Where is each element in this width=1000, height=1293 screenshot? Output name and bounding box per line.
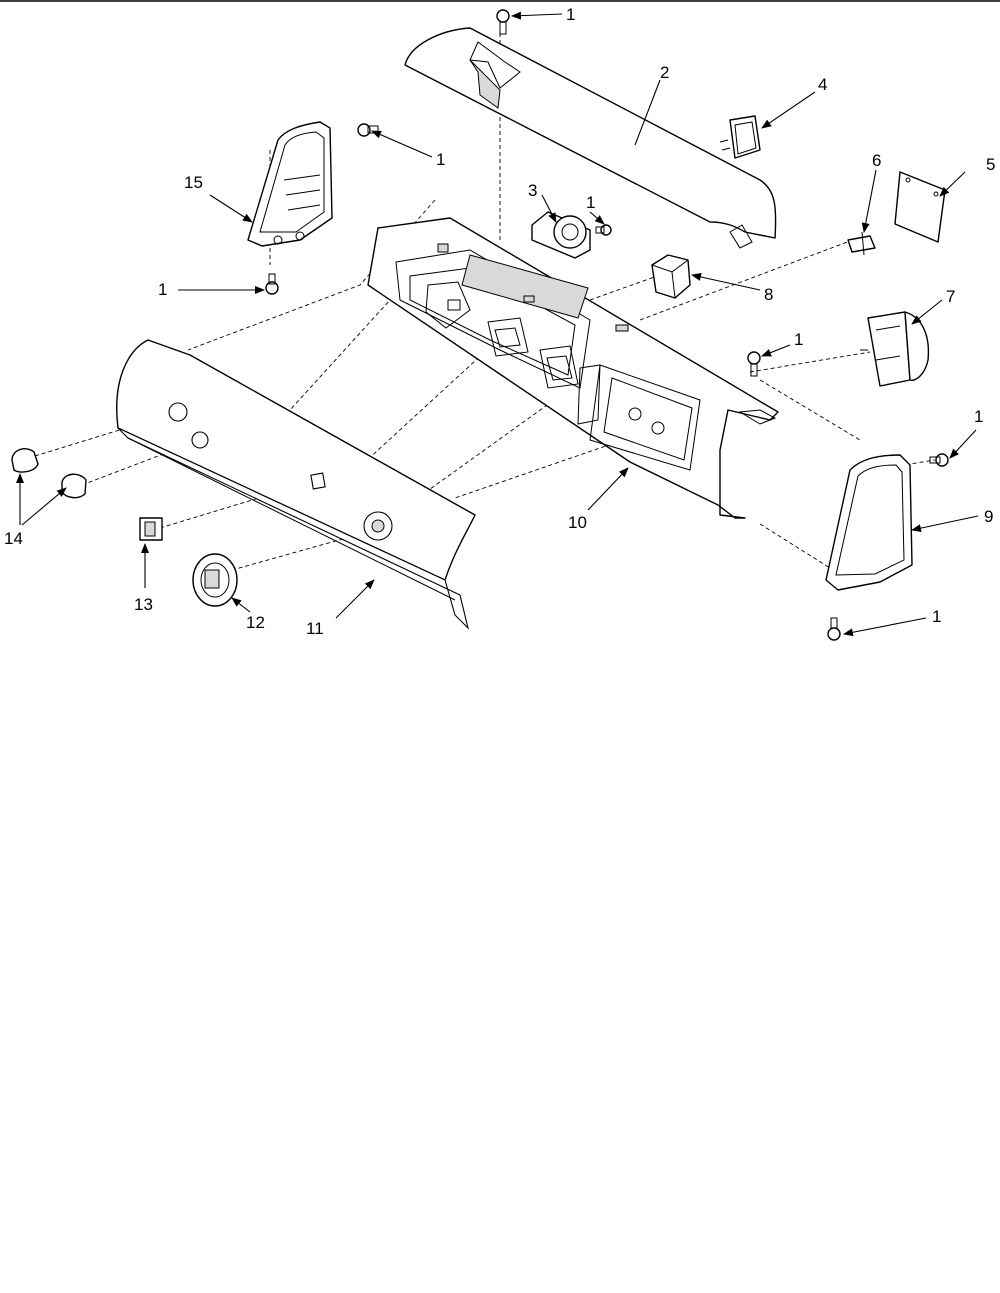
timer-part-7 xyxy=(860,311,930,387)
callout-1-plate: 1 xyxy=(794,330,803,349)
connector-part-6 xyxy=(847,231,876,256)
callout-11: 11 xyxy=(306,619,324,638)
switch-part-4 xyxy=(719,115,761,159)
buttons-part-14 xyxy=(11,448,87,499)
callout-1-left-cap-top: 1 xyxy=(436,150,445,169)
module-part-8 xyxy=(651,254,691,299)
callout-4: 4 xyxy=(818,75,827,94)
callout-2: 2 xyxy=(660,63,669,82)
right-end-cap-part-9 xyxy=(825,454,913,591)
front-console-panel-part-11 xyxy=(116,339,476,630)
callout-labels: 1 1 1 1 1 1 1 2 3 4 5 6 7 8 9 10 11 12 1… xyxy=(4,5,995,638)
callout-12: 12 xyxy=(246,613,265,632)
callout-leaders xyxy=(16,11,979,637)
callout-1-knob: 1 xyxy=(586,193,595,212)
console-back-plate-part-10 xyxy=(367,217,779,519)
callout-13: 13 xyxy=(134,595,153,614)
callout-15: 15 xyxy=(184,173,203,192)
callout-1-right-cap-top: 1 xyxy=(974,407,983,426)
callout-1-top: 1 xyxy=(566,5,575,24)
top-cover-part-2 xyxy=(404,27,777,249)
selector-knob-part-12 xyxy=(192,553,238,607)
knob-part-3 xyxy=(531,211,591,259)
callout-14: 14 xyxy=(4,529,23,548)
screws-part-1 xyxy=(265,9,949,641)
callout-7: 7 xyxy=(946,287,955,306)
callout-5: 5 xyxy=(986,155,995,174)
callout-8: 8 xyxy=(764,285,773,304)
callout-1-right-cap-bottom: 1 xyxy=(932,607,941,626)
callout-1-left-cap-bottom: 1 xyxy=(158,280,167,299)
callout-3: 3 xyxy=(528,181,537,200)
callout-6: 6 xyxy=(872,151,881,170)
callout-9: 9 xyxy=(984,507,993,526)
switch-part-13 xyxy=(139,517,163,541)
board-part-5 xyxy=(894,171,946,243)
callout-10: 10 xyxy=(568,513,587,532)
left-end-cap-part-15 xyxy=(247,121,333,247)
